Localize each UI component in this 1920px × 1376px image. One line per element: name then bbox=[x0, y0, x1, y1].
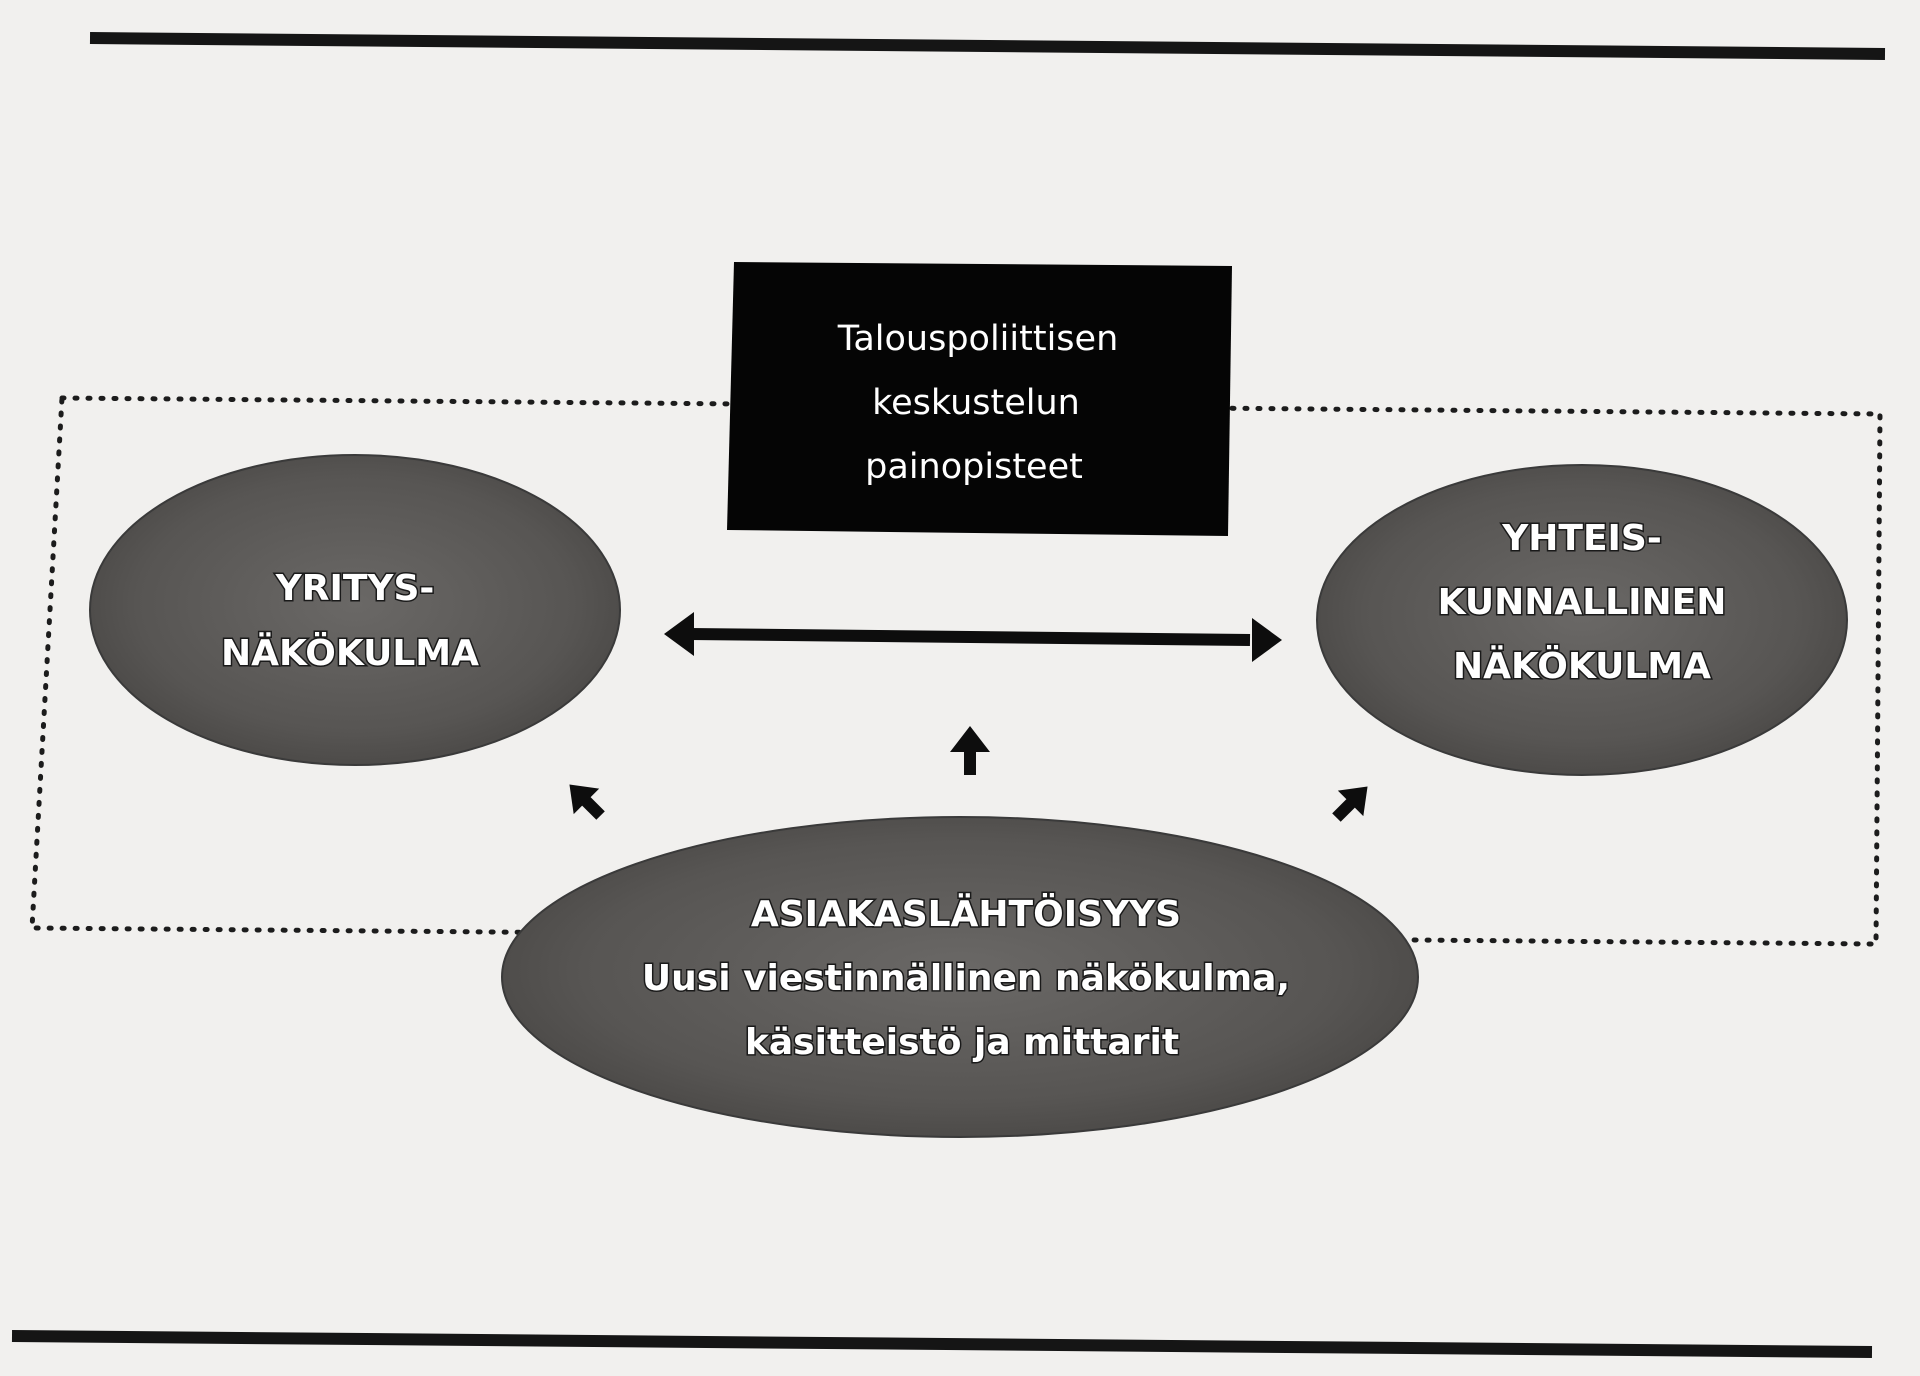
dotted-boundary-frame bbox=[29, 395, 1883, 947]
double-arrow-shaft bbox=[689, 628, 1251, 646]
up-right-arrow bbox=[1332, 786, 1368, 822]
title-box: Talouspoliittisen keskustelun painopiste… bbox=[727, 262, 1232, 536]
left-ellipse bbox=[89, 454, 621, 766]
up-arrow-head bbox=[950, 726, 990, 752]
right-node-line-2: KUNNALLINEN bbox=[1438, 582, 1727, 623]
bottom-node-line-1: ASIAKASLÄHTÖISYYS bbox=[751, 893, 1181, 935]
double-arrow-left-head bbox=[664, 612, 694, 656]
title-box-line-1: Talouspoliittisen bbox=[837, 319, 1119, 359]
up-left-arrow bbox=[569, 784, 605, 820]
double-arrow-right-head bbox=[1252, 618, 1282, 662]
bottom-node-line-2: Uusi viestinnällinen näkökulma, bbox=[642, 958, 1290, 999]
title-box-background bbox=[727, 262, 1232, 536]
top-rule-line bbox=[89, 32, 1886, 60]
right-node-line-1: YHTEIS- bbox=[1501, 518, 1662, 559]
bottom-perspective-node: ASIAKASLÄHTÖISYYS Uusi viestinnällinen n… bbox=[501, 816, 1419, 1138]
left-node-line-1: YRITYS- bbox=[275, 568, 435, 609]
right-node-line-3: NÄKÖKULMA bbox=[1453, 645, 1711, 687]
bottom-node-line-3: käsitteistö ja mittarit bbox=[745, 1022, 1179, 1063]
left-perspective-node: YRITYS- NÄKÖKULMA bbox=[89, 454, 621, 766]
up-left-arrow-head bbox=[569, 784, 600, 815]
title-box-line-2: keskustelun bbox=[872, 383, 1080, 423]
up-arrow bbox=[950, 726, 990, 775]
double-headed-arrow bbox=[664, 612, 1282, 662]
title-box-line-3: painopisteet bbox=[865, 447, 1083, 487]
bottom-ellipse bbox=[501, 816, 1419, 1138]
left-node-line-2: NÄKÖKULMA bbox=[221, 632, 479, 674]
bottom-rule-line bbox=[11, 1330, 1873, 1358]
right-perspective-node: YHTEIS- KUNNALLINEN NÄKÖKULMA bbox=[1316, 464, 1848, 776]
up-right-arrow-head bbox=[1337, 786, 1368, 817]
right-ellipse bbox=[1316, 464, 1848, 776]
